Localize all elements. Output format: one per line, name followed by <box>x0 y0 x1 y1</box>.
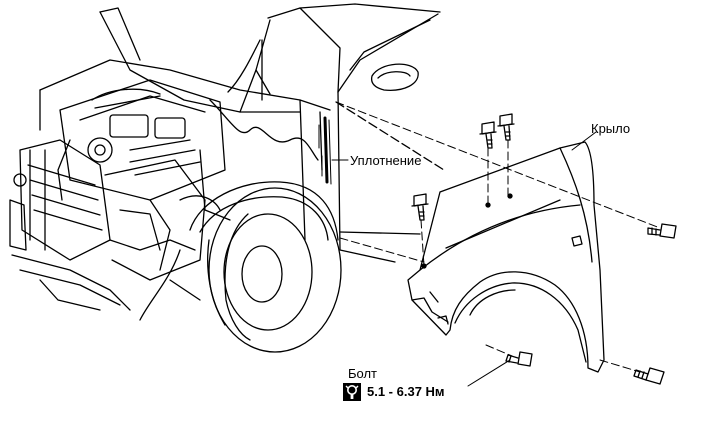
leader-lines <box>331 131 597 387</box>
bolt-top-2 <box>497 113 515 141</box>
bolt-top-1 <box>479 121 497 149</box>
bolt-right-upper <box>647 223 677 239</box>
car-front-illustration <box>9 3 445 353</box>
torque-wrench-icon <box>343 383 361 401</box>
torque-spec: 5.1 - 6.37 Нм <box>343 383 445 401</box>
torque-value: 5.1 - 6.37 Нм <box>367 384 445 399</box>
bolt-top-3 <box>411 193 429 221</box>
seal-label: Уплотнение <box>350 153 422 168</box>
fender-label: Крыло <box>591 121 631 136</box>
bolt-label: Болт <box>348 366 378 381</box>
bolt-right-lower <box>633 367 665 385</box>
fender-panel <box>407 141 605 373</box>
alignment-lines <box>335 101 661 373</box>
bolt-bottom <box>505 351 533 367</box>
